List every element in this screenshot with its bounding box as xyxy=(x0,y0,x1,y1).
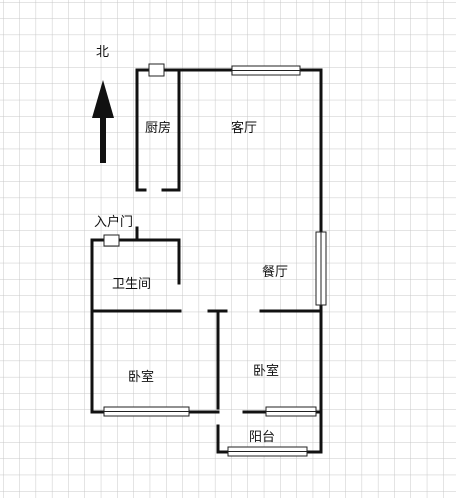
room-label-kitchen: 厨房 xyxy=(145,120,171,136)
north-label: 北 xyxy=(96,45,109,60)
room-label-bedroom-left: 卧室 xyxy=(128,369,154,385)
room-label-bedroom-right: 卧室 xyxy=(253,363,279,379)
room-label-dining-room: 餐厅 xyxy=(262,264,288,280)
window-bedroom-left xyxy=(103,406,190,417)
room-label-bathroom: 卫生间 xyxy=(112,277,151,292)
room-label-entrance: 入户门 xyxy=(94,214,133,230)
room-label-balcony: 阳台 xyxy=(249,430,275,445)
window-bedroom-right xyxy=(265,406,317,417)
window-dining-right xyxy=(315,231,327,306)
window-bathroom-vent xyxy=(103,234,120,247)
window-kitchen-vent xyxy=(148,63,165,77)
room-label-living-room: 客厅 xyxy=(231,120,257,136)
window-living-top xyxy=(231,65,301,76)
window-balcony xyxy=(227,446,308,457)
north-arrow-icon xyxy=(92,80,114,163)
